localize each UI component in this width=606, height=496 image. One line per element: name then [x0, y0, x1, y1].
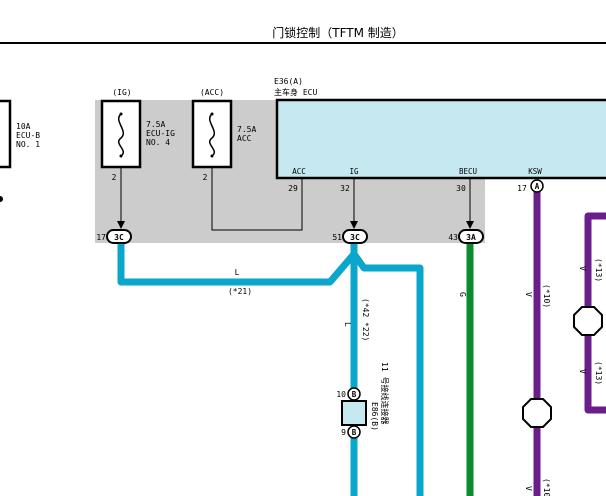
ecu-pin-becu: 30 — [456, 184, 466, 193]
connector-code: E86(B) — [370, 402, 379, 431]
arrow-down-icon — [466, 221, 474, 229]
fuse-ig-amp: 7.5A — [146, 120, 165, 129]
fuse-ig-name: ECU-IG — [146, 129, 175, 138]
fuse-ig-tag: (IG) — [112, 88, 131, 97]
fuse-acc: (ACC) 7.5A ACC 2 — [191, 88, 256, 182]
ecu-pin-ksw: 17 — [517, 184, 527, 193]
wire-blue-color: L — [235, 268, 240, 277]
junction-j2-label: 3C — [350, 233, 360, 242]
wire-down-note: (*42 *22) — [361, 298, 370, 341]
wire-down-color: L — [343, 322, 352, 327]
left-fuse: 10A ECU-B NO. 1 — [0, 99, 40, 202]
junction-j1-pin: 17 — [96, 233, 106, 242]
wire-purple4-note: (*10) — [542, 478, 551, 496]
wire-blue-note: (*21) — [228, 287, 252, 296]
fuse-acc-symbol-icon — [209, 113, 215, 157]
ecu-terminal-ksw: KSW — [528, 167, 542, 176]
junction-j3: 3A 43 — [448, 229, 484, 244]
fuse-acc-amp: 7.5A — [237, 125, 256, 134]
ecu-terminal-ig: IG — [349, 167, 359, 176]
ecu-terminal-acc: ACC — [292, 167, 306, 176]
connector-top-label: B — [352, 390, 357, 399]
ecu-code: E36(A) — [274, 77, 303, 86]
wire-purple-color: V — [524, 292, 533, 297]
fuse-ig-symbol-icon — [118, 113, 124, 157]
ksw-connector: A — [530, 179, 544, 193]
fuse-acc-tag: (ACC) — [200, 88, 224, 97]
fuse-ig-pin: 2 — [112, 173, 117, 182]
splice-octagon-icon — [573, 306, 603, 336]
wire-purple4-color: V — [524, 486, 533, 491]
connector-bottom-pin: 9 — [341, 428, 346, 437]
junction-j1-label: 3C — [114, 233, 124, 242]
connector-bottom-label: B — [352, 428, 357, 437]
wire-purple2-color: V — [578, 266, 587, 271]
fuse-acc-name: ACC — [237, 134, 252, 143]
ksw-connector-label: A — [535, 182, 540, 191]
ecu-pin-acc: 29 — [288, 184, 298, 193]
fuse-ig-no: NO. 4 — [146, 138, 170, 147]
ecu-name: 主车身 ECU — [274, 87, 317, 97]
junction-j2: 3C 51 — [332, 229, 368, 244]
fuse-ecu-ig: (IG) 7.5A ECU-IG NO. 4 2 — [100, 88, 175, 182]
internal-wires — [120, 167, 471, 231]
left-fuse-no: NO. 1 — [16, 140, 40, 149]
connector-name: 11 号接线连接器 — [380, 362, 390, 424]
connector-top-pin: 10 — [336, 390, 346, 399]
ecu-terminal-becu: BECU — [459, 167, 477, 176]
wire-purple2-note: (*13) — [594, 258, 603, 282]
ecu-pin-ig: 32 — [340, 184, 350, 193]
wire-blue-horizontal — [117, 243, 357, 286]
left-fuse-amp: 10A — [16, 122, 31, 131]
junction-j3-label: 3A — [466, 233, 476, 242]
wire-purple3-note: (*13) — [594, 361, 603, 385]
left-fuse-name: ECU-B — [16, 131, 40, 140]
wire-purple-note: (*10) — [542, 284, 551, 308]
wire-purple3-color: V — [578, 369, 587, 374]
junction-j3-pin: 43 — [448, 233, 458, 242]
main-body-ecu — [275, 98, 606, 180]
fuse-acc-pin: 2 — [203, 173, 208, 182]
wire-arrows — [117, 221, 474, 229]
connector-e86: B 10 B 9 E86(B) 11 号接线连接器 — [336, 362, 390, 439]
splice-octagon-icon — [522, 398, 552, 428]
wire-green-color: G — [458, 292, 467, 297]
wire-blue-right — [351, 251, 424, 496]
junction-j1: 3C 17 — [96, 229, 132, 244]
junction-j2-pin: 51 — [332, 233, 342, 242]
arrow-down-icon — [350, 221, 358, 229]
diagram-title: 门锁控制（TFTM 制造） — [272, 25, 404, 40]
arrow-down-icon — [117, 221, 125, 229]
